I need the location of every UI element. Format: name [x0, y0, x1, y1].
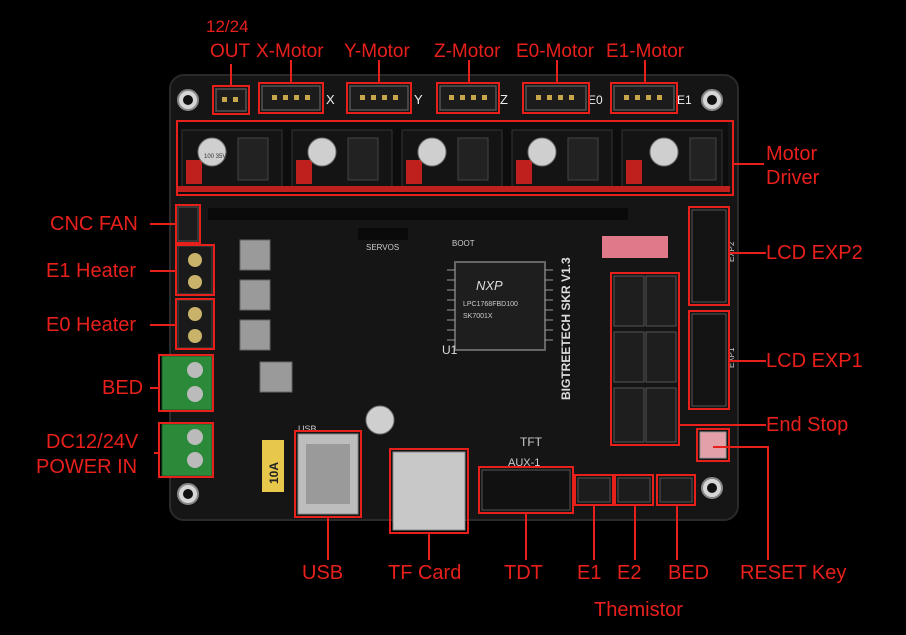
label-therm-bed: BED [668, 562, 710, 584]
label-themistor: Themistor [594, 599, 683, 621]
mcu-chip [454, 261, 546, 351]
label-lcd-exp1: LCD EXP1 [766, 350, 863, 372]
leader-power-in [154, 452, 158, 454]
leader-y-motor [378, 60, 380, 82]
label-lcd-exp2: LCD EXP2 [766, 242, 863, 264]
label-power-1: DC12/24V [46, 431, 139, 453]
leader-e1-heater [150, 270, 175, 272]
label-y-motor: Y-Motor [344, 41, 410, 62]
label-12-24-out: OUT [210, 41, 251, 62]
label-therm-e1: E1 [577, 562, 602, 584]
box-usb [294, 430, 362, 518]
box-tdt [478, 466, 574, 514]
top-motor-connectors [215, 85, 675, 112]
leader-e0-motor [556, 60, 558, 82]
silk-chip-text-1: LPC1768FBD100 [463, 301, 518, 308]
silk-servos: SERVOS [366, 243, 399, 252]
box-e0-heater [175, 298, 215, 350]
label-z-motor: Z-Motor [434, 41, 501, 62]
label-usb: USB [302, 562, 344, 584]
leader-therm-e1 [593, 506, 595, 560]
label-e1-heater: E1 Heater [46, 260, 137, 282]
leader-therm-bed [676, 506, 678, 560]
label-e1-motor: E1-Motor [606, 41, 685, 62]
leader-x-motor [290, 60, 292, 82]
leader-e0-heater [150, 324, 175, 326]
mounting-holes [177, 89, 723, 505]
leader-reset-v [767, 446, 769, 560]
leader-cnc-fan [150, 223, 175, 225]
leader-end-stop [680, 424, 766, 426]
silk-axis-e0: E0 [588, 93, 603, 107]
leader-lcd-exp2 [730, 252, 766, 254]
leader-usb [327, 518, 329, 560]
silk-cap-label: 100 35V [204, 154, 226, 160]
leader-e1-motor [644, 60, 646, 82]
label-tf-card: TF Card [388, 562, 462, 584]
silk-brand-nxp: NXP [476, 278, 503, 293]
leader-tf-card [428, 534, 430, 560]
silk-board-name: BIGTREETECH SKR V1.3 [559, 257, 573, 400]
box-therm-bed [656, 474, 696, 506]
box-therm-e2 [614, 474, 654, 506]
box-x-motor [258, 82, 324, 114]
label-therm-e2: E2 [617, 562, 642, 584]
label-e0-heater: E0 Heater [46, 314, 137, 336]
box-therm-e1 [574, 474, 614, 506]
leader-12-24-out [230, 64, 232, 85]
label-12-24-top: 12/24 [206, 17, 249, 36]
silk-chip-text-2: SK7001X [463, 313, 493, 320]
leader-therm-e2 [634, 506, 636, 560]
silk-exp1: EXP1 [727, 347, 736, 368]
label-bed: BED [102, 377, 144, 399]
silk-boot: BOOT [452, 239, 475, 248]
label-power-2: POWER IN [36, 456, 138, 478]
leader-motor-driver [734, 163, 764, 165]
silk-fuse: 10A [267, 462, 281, 484]
box-power-in [158, 422, 214, 478]
silk-tft: TFT [520, 435, 543, 449]
leader-tdt [525, 514, 527, 560]
silk-u1: U1 [442, 343, 458, 357]
silk-axis-y: Y [414, 92, 423, 107]
driver-modules [181, 129, 723, 191]
label-x-motor: X-Motor [256, 41, 324, 62]
label-end-stop: End Stop [766, 414, 849, 436]
box-e0-motor [522, 82, 590, 114]
silk-axis-x: X [326, 92, 335, 107]
silk-axis-e1: E1 [677, 93, 692, 107]
box-lcd-exp1 [688, 310, 730, 410]
box-12-24-out [212, 85, 250, 115]
leader-lcd-exp1 [730, 360, 766, 362]
box-cnc-fan [175, 204, 201, 244]
box-motor-driver [176, 120, 734, 196]
label-motor-driver-2: Driver [766, 167, 820, 189]
box-y-motor [346, 82, 412, 114]
box-reset-key [696, 428, 730, 462]
box-end-stop [610, 272, 680, 446]
box-bed [158, 354, 214, 412]
label-motor-driver-1: Motor [766, 143, 818, 165]
box-tf-card [389, 448, 469, 534]
label-tdt: TDT [504, 562, 543, 584]
box-lcd-exp2 [688, 206, 730, 306]
box-e1-heater [175, 244, 215, 296]
box-e1-motor [610, 82, 678, 114]
leader-reset-h [713, 446, 769, 448]
leader-bed [150, 387, 158, 389]
box-z-motor [436, 82, 500, 114]
silk-axis-z: Z [500, 92, 508, 107]
label-e0-motor: E0-Motor [516, 41, 595, 62]
silk-exp2: EXP2 [727, 241, 736, 262]
silk-usb: USB [298, 424, 317, 434]
heater-terminals [177, 245, 213, 349]
label-reset-key: RESET Key [740, 562, 847, 584]
label-cnc-fan: CNC FAN [50, 213, 138, 235]
leader-z-motor [468, 60, 470, 82]
